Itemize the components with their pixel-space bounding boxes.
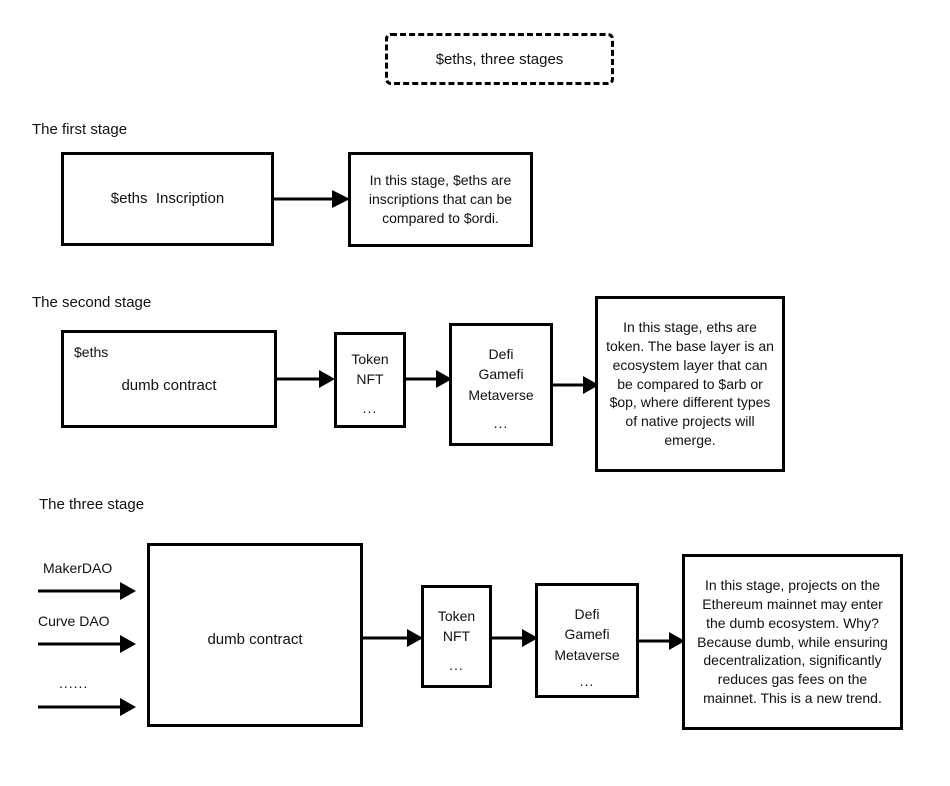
stage-label-second: The second stage <box>32 294 152 311</box>
stage1-description-text: In this stage, $eths are inscriptions th… <box>368 172 516 226</box>
stage1-main-box-text: $eths Inscription <box>110 190 225 208</box>
stage3-token-box-line-3: ... <box>449 656 464 673</box>
stage3-input-label-2: Curve DAO <box>38 613 110 629</box>
stage3-token-box: Token NFT ... <box>421 585 492 688</box>
stage3-main-box: $eths dumb contract <box>147 543 363 727</box>
stage1-main-box: $eths Inscription <box>61 152 274 246</box>
stage3-defi-box-line-1: Defi <box>574 606 600 622</box>
stage2-token-box-line-3: ... <box>362 399 378 416</box>
stage3-input-label-3: ...... <box>59 675 89 691</box>
stage2-description-text: In this stage, eths are token. The base … <box>606 318 778 449</box>
stage2-defi-box: Defi Gamefi Metaverse ... <box>449 323 553 446</box>
stage2-defi-box-line-1: Defi <box>488 346 514 362</box>
stage3-defi-box-line-4: ... <box>579 672 595 689</box>
stage3-arrow-defi-to-description <box>639 632 685 650</box>
stage3-arrow-token-to-defi <box>492 629 538 647</box>
stage3-input-label-1: MakerDAO <box>43 560 113 576</box>
stage3-description-box: In this stage, projects on the Ethereum … <box>682 554 903 730</box>
stage2-arrow-defi-to-description <box>553 376 599 394</box>
stage1-arrow-main-to-description <box>274 190 350 208</box>
stage2-token-box-line-2: NFT <box>356 371 384 388</box>
stage2-defi-box-line-4: ... <box>493 414 509 431</box>
stage2-defi-box-line-2: Gamefi <box>478 366 524 383</box>
stage2-description-box: In this stage, eths are token. The base … <box>595 296 785 472</box>
stage3-defi-box-line-2: Gamefi <box>564 626 610 643</box>
stage2-arrow-main-to-token <box>277 370 335 388</box>
stage2-main-box: $eths dumb contract <box>61 330 277 428</box>
stage3-main-box-text: dumb contract <box>207 631 303 649</box>
stage2-token-box: Token NFT ... <box>334 332 406 428</box>
diagram-title-box: $eths, three stages <box>385 33 614 85</box>
stage3-token-box-line-2: NFT <box>442 628 471 645</box>
stage3-defi-box: Defi Gamefi Metaverse ... <box>535 583 639 698</box>
stage-label-third: The three stage <box>39 496 145 513</box>
stage3-token-box-line-1: Token <box>437 608 476 624</box>
stage3-defi-box-line-3: Metaverse <box>554 646 620 663</box>
stage2-arrow-token-to-defi <box>406 370 452 388</box>
stage3-input-arrow-1 <box>38 582 136 600</box>
stage3-input-arrow-3 <box>38 698 136 716</box>
stage2-token-box-line-1: Token <box>351 351 389 367</box>
stage-label-first: The first stage <box>32 121 128 138</box>
stage3-arrow-main-to-token <box>363 629 423 647</box>
stage3-description-text: In this stage, projects on the Ethereum … <box>697 576 892 707</box>
stage3-input-arrow-2 <box>38 635 136 653</box>
stage2-main-box-corner-label: $eths <box>74 344 109 360</box>
stage1-description-box: In this stage, $eths are inscriptions th… <box>348 152 533 247</box>
stage2-main-box-text: dumb contract <box>121 377 217 395</box>
stage2-defi-box-line-3: Metaverse <box>468 386 534 403</box>
diagram-title-label: $eths, three stages <box>435 50 564 68</box>
